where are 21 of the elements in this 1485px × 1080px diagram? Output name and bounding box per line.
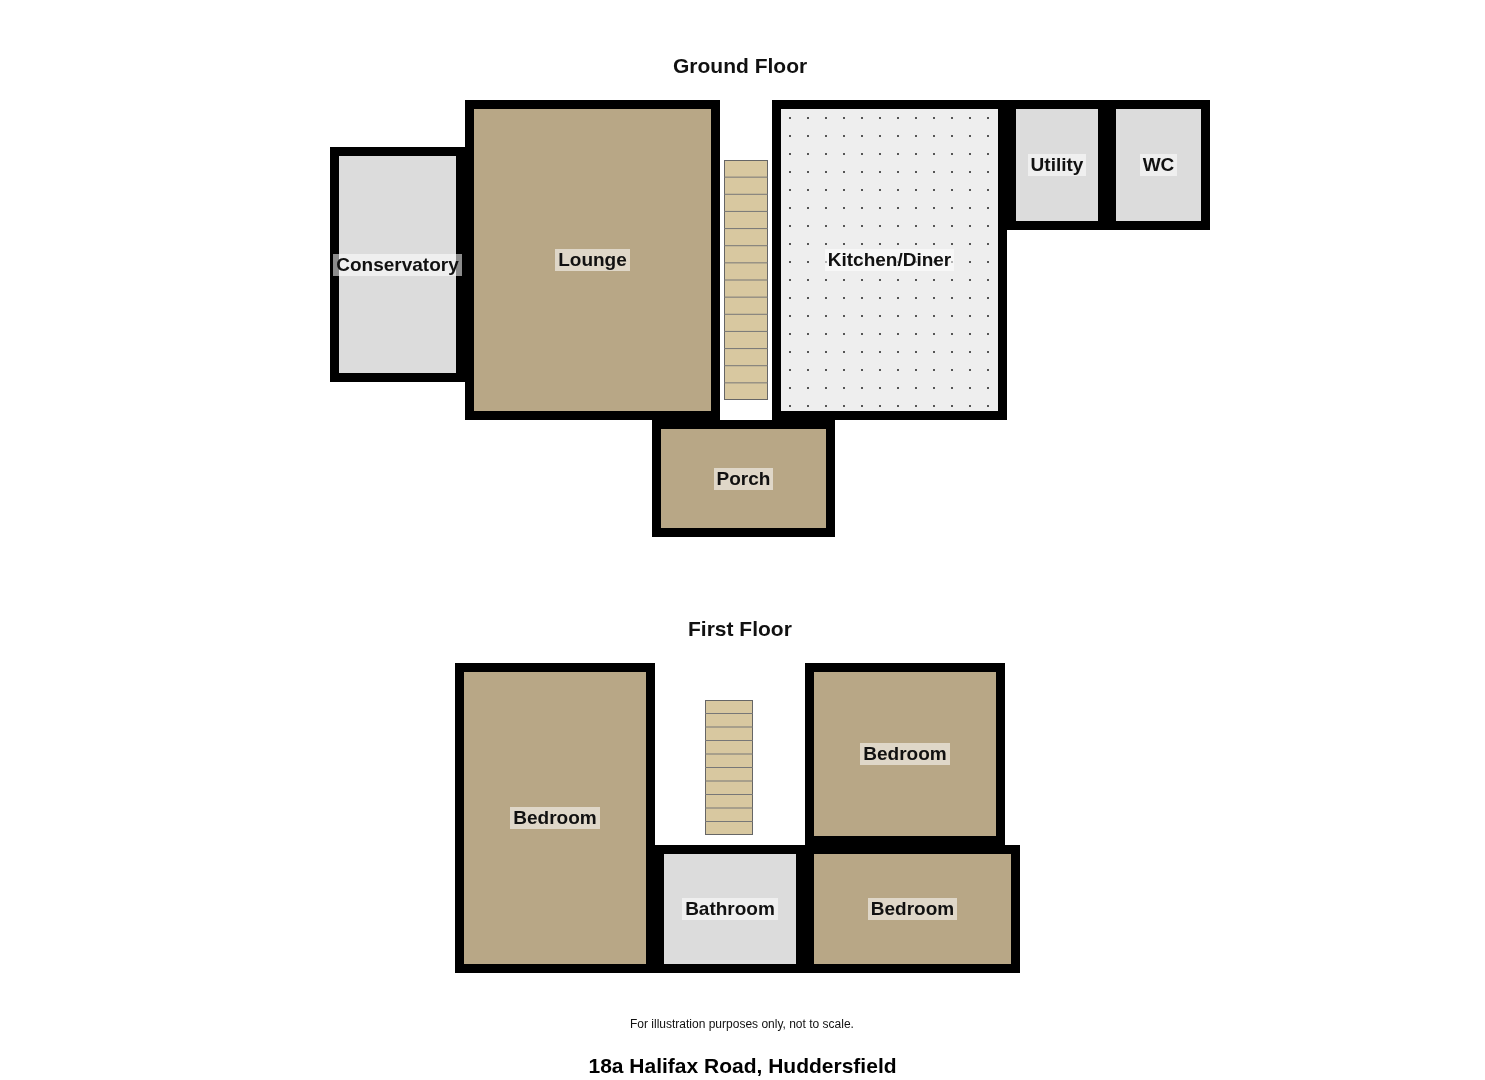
- room-label: Bedroom: [867, 898, 958, 920]
- room: [1107, 100, 1210, 230]
- room-label: Kitchen/Diner: [824, 249, 955, 271]
- room-label: Bedroom: [860, 743, 950, 765]
- room-label: Utility: [1027, 154, 1087, 176]
- room-label: Bathroom: [682, 898, 778, 920]
- room: [652, 420, 835, 537]
- room-label: Bedroom: [510, 807, 600, 829]
- room-label: Porch: [713, 467, 774, 490]
- room-label: WC: [1139, 154, 1178, 176]
- floor-heading: Ground Floor: [673, 54, 808, 78]
- room: [772, 100, 1007, 420]
- room: [330, 147, 465, 382]
- room-label: Lounge: [555, 249, 630, 271]
- address-caption: 18a Halifax Road, Huddersfield: [587, 1054, 898, 1078]
- room: [805, 663, 1005, 845]
- disclaimer-note: For illustration purposes only, not to scale.: [630, 1017, 854, 1031]
- floor-heading: First Floor: [688, 617, 792, 641]
- room: [465, 100, 720, 420]
- room-label: Conservatory: [333, 253, 462, 276]
- room: [455, 663, 655, 973]
